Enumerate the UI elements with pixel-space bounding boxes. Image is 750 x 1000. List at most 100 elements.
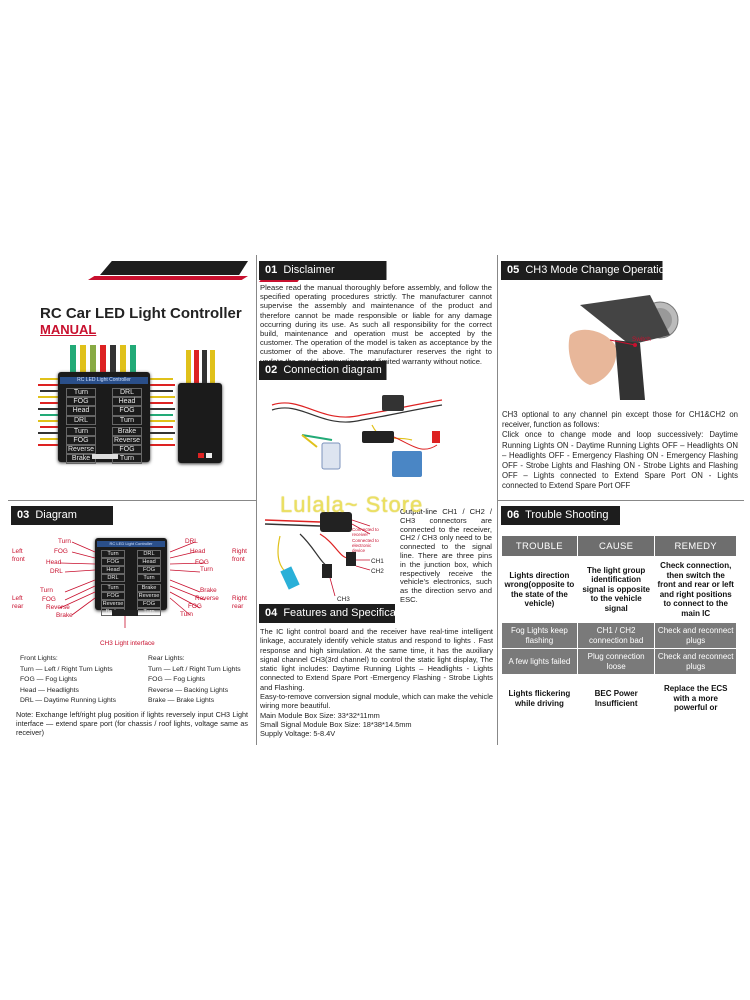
legend-front: Front Lights: Turn — Left / Right Turn L… [20, 654, 116, 707]
section-header-troubleshooting: 06 Trouble Shooting [501, 506, 641, 525]
box-right-label: FOG [112, 406, 142, 416]
cause-cell: The light group identification signal is… [576, 556, 656, 623]
box-right-label: Head [112, 397, 142, 407]
diagram-right-label: Brake [137, 584, 161, 592]
controller-left-col: Turn FOG Head DRL Turn FOG Reverse Brake [66, 388, 96, 464]
diagram-box-label: RC LED Light Controller [97, 541, 165, 547]
left-tag-reverse: Reverse [46, 604, 70, 611]
right-tag-fog: FOG [195, 559, 209, 566]
right-tag-turn: Turn [200, 566, 213, 573]
left-tag-turn: Turn [58, 538, 71, 545]
section-number: 03 [17, 509, 30, 521]
title-dark-stripe [100, 261, 248, 275]
controller-right-col: DRL Head FOG Turn Brake Reverse FOG Turn [112, 388, 142, 464]
right-tag-brake: Brake [200, 587, 217, 594]
left-tag-drl: DRL [50, 568, 63, 575]
connection-text: Output-line CH1 / CH2 / CH3 connectors a… [400, 507, 492, 604]
legend-rear: Rear Lights: Turn — Left / Right Turn Li… [148, 654, 241, 707]
manual-title: RC Car LED Light Controller [40, 305, 242, 322]
diagram-right-label: Head [137, 558, 161, 566]
connection-diagram-bottom [264, 512, 371, 597]
section-number: 05 [507, 264, 520, 276]
legend-rear-item: FOG — Fog Lights [148, 676, 206, 683]
features-text: The IC light control board and the recei… [260, 627, 493, 739]
controller-ports [92, 454, 118, 459]
title-red-stripe [88, 276, 248, 280]
trouble-cell: Fog Lights keep flashing [501, 622, 578, 649]
col-header-remedy: REMEDY [654, 535, 737, 557]
legend-rear-heading: Rear Lights: [148, 655, 185, 662]
diagram-right-label: DRL [137, 550, 161, 558]
cause-cell: Plug connection loose [576, 648, 656, 675]
cause-cell: BEC Power Insufficient [576, 674, 656, 723]
connection-diagram-top [271, 395, 443, 477]
box-left-label: FOG [66, 436, 96, 446]
section-title: Disclaimer [283, 264, 335, 276]
cause-cell: CH1 / CH2 connection bad [576, 622, 656, 649]
ch1-tag: CH1 [371, 558, 384, 565]
section-title: CH3 Mode Change Operation [525, 264, 671, 276]
box-right-label: DRL [112, 388, 142, 398]
diagram-left-label: Turn [101, 584, 125, 592]
ch3-interface-label: CH3 Light interface [100, 640, 155, 647]
box-left-label: Turn [66, 388, 96, 398]
box-right-label: Turn [112, 454, 142, 464]
diagram-left-label: Turn [101, 550, 125, 558]
diagram-left-label: DRL [101, 574, 125, 582]
box-right-label: Turn [112, 415, 142, 425]
legend-front-item: Head — Headlights [20, 686, 79, 694]
table-row: A few lights failed Plug connection loos… [501, 648, 737, 675]
controller-box-label: RC LED Light Controller [60, 377, 148, 384]
ch3-text: CH3 optional to any channel pin except t… [502, 410, 738, 491]
legend-rear-item: Brake — Brake Lights [148, 697, 215, 704]
connected-to-device-label: Connected to electronic device [352, 538, 379, 553]
diagram-left-label: Head [101, 566, 125, 574]
right-tag-reverse: Reverse [195, 595, 219, 602]
legend-front-item: Turn — Left / Right Turn Lights [20, 665, 113, 673]
diagram-right-label: Turn [137, 574, 161, 582]
left-tag-fog: FOG [54, 548, 68, 555]
right-tag-fog-rear: FOG [188, 603, 202, 610]
note-text: Note: Exchange left/right plug position … [16, 710, 248, 737]
transmitter-illustration [568, 295, 679, 400]
remedy-cell: Check and reconnect plugs [654, 648, 737, 675]
legend-rear-item: Reverse — Backing Lights [148, 686, 229, 694]
section-title: Trouble Shooting [525, 509, 609, 521]
box-right-label: Brake [112, 426, 142, 437]
column-divider-left [256, 255, 257, 745]
right-tag-drl: DRL [185, 538, 198, 545]
diagram-right-col: DRL Head FOG Turn Brake Reverse FOG Turn [137, 550, 161, 616]
diagram-left-label: Reverse [101, 600, 125, 608]
store-watermark: Lulala~ Store [280, 492, 424, 517]
section-title: Features and Specifications [283, 607, 420, 619]
remedy-cell: Check connection, then switch the front … [654, 556, 737, 623]
section-header-connection: 02 Connection diagram [259, 361, 409, 380]
row-divider-left [8, 500, 256, 501]
controller-box: RC LED Light Controller Turn FOG Head DR… [58, 372, 150, 464]
manual-subtitle: MANUAL [40, 322, 97, 337]
box-left-label: Turn [66, 426, 96, 437]
box-left-label: Brake [66, 454, 96, 464]
remedy-cell: Check and reconnect plugs [654, 622, 737, 649]
diagram-right-label: FOG [137, 566, 161, 574]
ch2-tag: CH2 [371, 568, 384, 575]
diagram-wiring [59, 541, 206, 628]
section-header-disclaimer: 01 Disclaimer [259, 261, 409, 280]
legend-front-heading: Front Lights: [20, 655, 58, 662]
box-right-label: Reverse [112, 436, 142, 446]
trouble-cell: A few lights failed [501, 648, 578, 675]
remedy-cell: Replace the ECS with a more powerful or [654, 674, 737, 723]
table-row: Lights direction wrong(opposite to the s… [501, 556, 737, 623]
left-tag-fog-rear: FOG [42, 596, 56, 603]
col-header-trouble: TROUBLE [501, 535, 578, 557]
left-front-label: Left front [12, 548, 25, 563]
troubleshooting-table: TROUBLE CAUSE REMEDY Lights direction wr… [501, 535, 737, 723]
left-tag-brake: Brake [56, 612, 73, 619]
section-number: 06 [507, 509, 520, 521]
left-rear-label: Left rear [12, 595, 24, 610]
left-tag-head: Head [46, 559, 62, 566]
diagram-controller-box: RC LED Light Controller Turn FOG Head DR… [95, 538, 167, 616]
diagram-left-label: FOG [101, 558, 125, 566]
table-row: Lights flickering while driving BEC Powe… [501, 674, 737, 723]
col-header-cause: CAUSE [576, 535, 656, 557]
